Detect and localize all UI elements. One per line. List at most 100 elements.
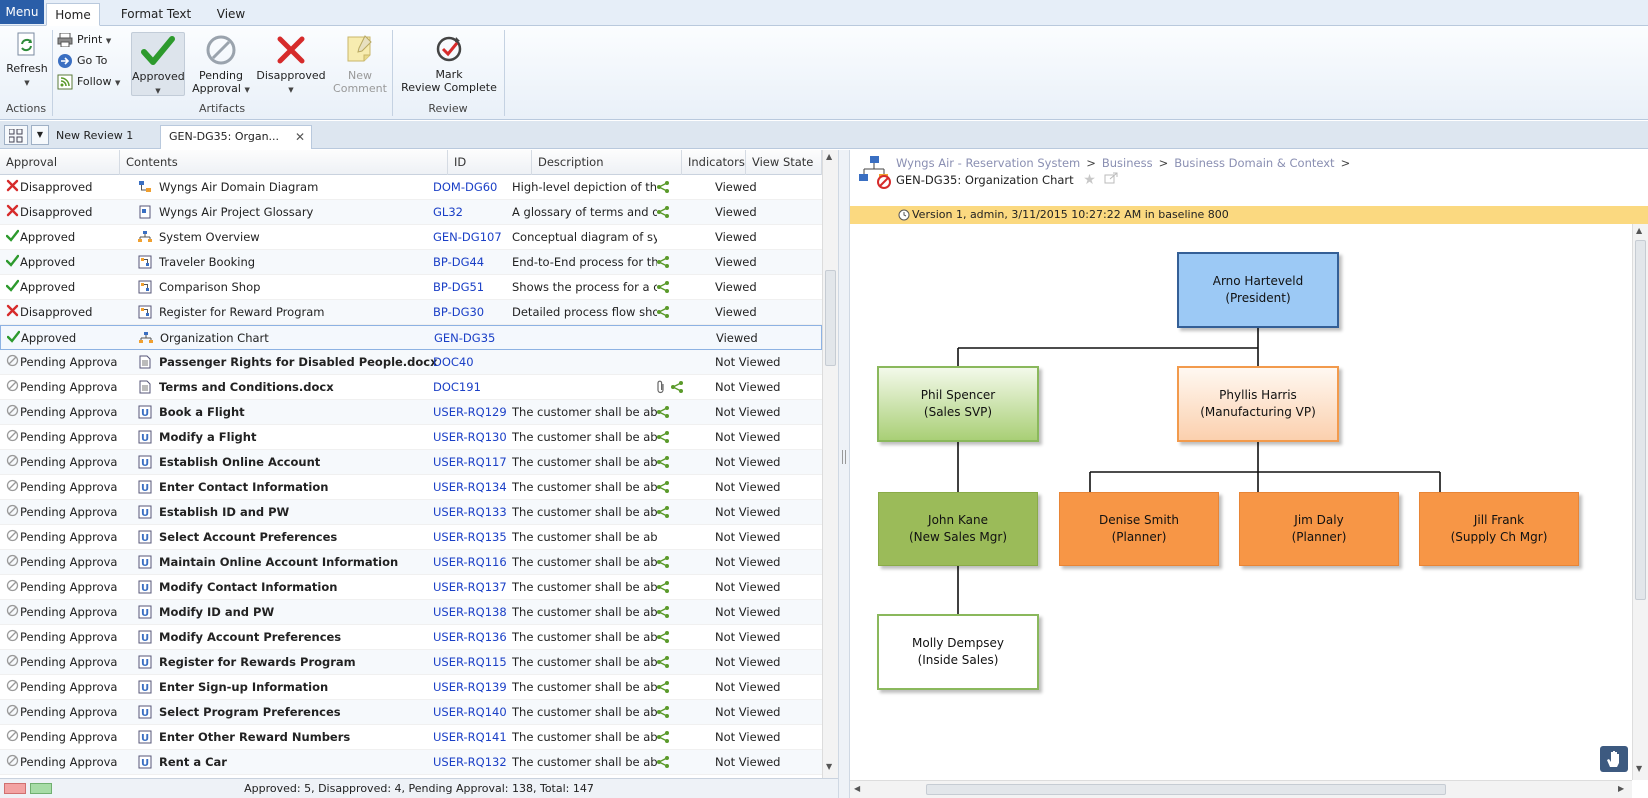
org-node-arno[interactable]: Arno Harteveld (President): [1177, 252, 1339, 328]
id-link[interactable]: DOC40: [433, 355, 474, 369]
column-header-approval[interactable]: Approval: [0, 150, 120, 175]
approval-cell[interactable]: Pending Approval: [6, 550, 118, 574]
contents-cell[interactable]: Comparison Shop: [159, 280, 261, 294]
id-link[interactable]: BP-DG44: [433, 255, 485, 269]
approval-cell[interactable]: Pending Approval: [6, 375, 118, 399]
id-link[interactable]: USER-RQ115: [433, 655, 507, 669]
id-link[interactable]: USER-RQ138: [433, 605, 507, 619]
contents-cell[interactable]: Modify a Flight: [159, 430, 257, 444]
column-header-indicators[interactable]: Indicators: [682, 150, 746, 175]
id-link[interactable]: USER-RQ134: [433, 480, 507, 494]
grid-scrollbar[interactable]: ▲ ▼: [822, 150, 838, 778]
contents-cell[interactable]: Establish Online Account: [159, 455, 321, 469]
approval-cell[interactable]: Pending Approval: [6, 425, 118, 449]
approval-cell[interactable]: Disapproved: [6, 175, 118, 199]
canvas-horizontal-scrollbar[interactable]: ◀ ▶: [850, 780, 1632, 798]
table-row[interactable]: Disapproved Register for Reward Program BP…: [0, 300, 822, 325]
breadcrumb-item[interactable]: Business: [1101, 156, 1153, 170]
scroll-left-icon[interactable]: ◀: [854, 784, 861, 793]
org-node-denise[interactable]: Denise Smith (Planner): [1059, 492, 1219, 566]
approval-cell[interactable]: Pending Approval: [6, 650, 118, 674]
id-link[interactable]: USER-RQ133: [433, 505, 507, 519]
disapproved-button[interactable]: Disapproved▼: [254, 34, 328, 97]
id-link[interactable]: BP-DG51: [433, 280, 485, 294]
approval-cell[interactable]: Pending Approval: [6, 350, 118, 374]
share-icon[interactable]: [1104, 172, 1118, 184]
approval-cell[interactable]: Pending Approval: [6, 600, 118, 624]
contents-cell[interactable]: Establish ID and PW: [159, 505, 290, 519]
refresh-button[interactable]: Refresh▼: [4, 32, 50, 90]
approval-cell[interactable]: Disapproved: [6, 300, 118, 324]
id-link[interactable]: USER-RQ117: [433, 455, 507, 469]
id-link[interactable]: USER-RQ140: [433, 705, 507, 719]
approval-cell[interactable]: Pending Approval: [6, 450, 118, 474]
id-link[interactable]: USER-RQ132: [433, 755, 507, 769]
id-link[interactable]: USER-RQ130: [433, 430, 507, 444]
contents-cell[interactable]: System Overview: [159, 230, 260, 244]
contents-cell[interactable]: Modify Contact Information: [159, 580, 338, 594]
org-node-phyllis[interactable]: Phyllis Harris (Manufacturing VP): [1177, 366, 1339, 442]
contents-cell[interactable]: Wyngs Air Domain Diagram: [159, 180, 319, 194]
breadcrumb-item[interactable]: Wyngs Air - Reservation System: [896, 156, 1081, 170]
id-link[interactable]: BP-DG30: [433, 305, 485, 319]
contents-cell[interactable]: Modify ID and PW: [159, 605, 275, 619]
id-link[interactable]: USER-RQ116: [433, 555, 507, 569]
approval-cell[interactable]: Pending Approval: [6, 725, 118, 749]
id-link[interactable]: USER-RQ137: [433, 580, 507, 594]
print-button[interactable]: Print ▼: [57, 31, 111, 49]
id-link[interactable]: GL32: [433, 205, 463, 219]
approval-cell[interactable]: Disapproved: [6, 200, 118, 224]
approved-button[interactable]: Approved▼: [131, 32, 185, 96]
org-node-phil[interactable]: Phil Spencer (Sales SVP): [877, 366, 1039, 442]
contents-cell[interactable]: Enter Sign-up Information: [159, 680, 329, 694]
contents-cell[interactable]: Organization Chart: [160, 331, 269, 345]
org-node-jim[interactable]: Jim Daly (Planner): [1239, 492, 1399, 566]
org-node-john[interactable]: John Kane (New Sales Mgr): [878, 492, 1038, 566]
goto-button[interactable]: Go To: [57, 52, 107, 70]
approval-cell[interactable]: Approved: [6, 250, 118, 274]
approval-cell[interactable]: Pending Approval: [6, 750, 118, 774]
canvas-hscroll-thumb[interactable]: [926, 784, 1446, 795]
tab-new-review-1[interactable]: New Review 1: [56, 129, 134, 142]
contents-cell[interactable]: Register for Reward Program: [159, 305, 325, 319]
tab-gen-dg35[interactable]: GEN-DG35: Organ... ✕: [160, 125, 312, 149]
contents-cell[interactable]: Register for Rewards Program: [159, 655, 356, 669]
id-link[interactable]: USER-RQ141: [433, 730, 507, 744]
contents-cell[interactable]: Book a Flight: [159, 405, 245, 419]
pan-tool-button[interactable]: [1600, 746, 1628, 772]
id-link[interactable]: DOC191: [433, 380, 481, 394]
scroll-up-icon[interactable]: ▲: [826, 152, 833, 161]
contents-cell[interactable]: Enter Other Reward Numbers: [159, 730, 351, 744]
org-node-molly[interactable]: Molly Dempsey (Inside Sales): [877, 614, 1039, 690]
column-header-view-state[interactable]: View State: [746, 150, 822, 175]
approval-cell[interactable]: Pending Approval: [6, 500, 118, 524]
close-icon[interactable]: ✕: [294, 130, 305, 144]
contents-cell[interactable]: Select Program Preferences: [159, 705, 341, 719]
approval-cell[interactable]: Pending Approval: [6, 625, 118, 649]
panel-splitter[interactable]: [838, 150, 850, 798]
id-link[interactable]: USER-RQ129: [433, 405, 507, 419]
follow-button[interactable]: Follow ▼: [57, 73, 120, 91]
approval-cell[interactable]: Pending Approval: [6, 475, 118, 499]
contents-cell[interactable]: Enter Contact Information: [159, 480, 329, 494]
id-link[interactable]: USER-RQ136: [433, 630, 507, 644]
canvas-vertical-scrollbar[interactable]: ▲ ▼: [1632, 224, 1648, 780]
id-link[interactable]: GEN-DG35: [434, 331, 496, 345]
column-header-id[interactable]: ID: [448, 150, 532, 175]
